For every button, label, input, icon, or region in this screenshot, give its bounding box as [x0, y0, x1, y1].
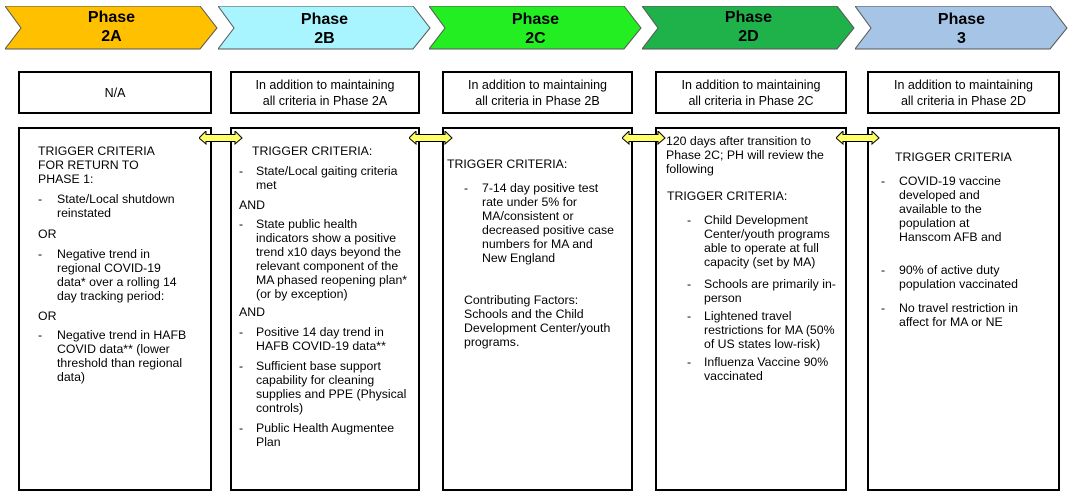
double-arrow-icon	[622, 131, 666, 145]
phase-2a-fill	[5, 6, 218, 50]
criteria-heading: TRIGGER CRITERIA:	[252, 144, 373, 158]
bullet-dash: -	[881, 301, 886, 315]
phase-2c-fill	[429, 6, 642, 50]
bullet-dash: -	[38, 192, 43, 206]
phase-3-arrow: Phase 3	[855, 6, 1068, 50]
bullet-dash: -	[687, 213, 692, 227]
connector-and: AND	[239, 198, 265, 212]
double-arrow-icon	[409, 131, 453, 145]
subheader-line: N/A	[104, 85, 126, 100]
phase-2b-label: Phase 2B	[218, 10, 431, 48]
bullet-dash: -	[464, 181, 469, 195]
phase-number: 2A	[101, 28, 122, 45]
contributing-factors: Contributing Factors:Schools and the Chi…	[464, 293, 611, 349]
criteria-box-2b: TRIGGER CRITERIA: - State/Local gaiting …	[230, 127, 420, 491]
chevron-shape	[218, 6, 431, 50]
subheader-line: all criteria in Phase 2A	[262, 93, 388, 108]
bullet-dash: -	[687, 355, 692, 369]
phase-2b-arrow: Phase 2B	[218, 6, 431, 50]
phase-2c-arrow: Phase 2C	[429, 6, 642, 50]
chevron-shape	[642, 6, 855, 50]
bullet-dash: -	[239, 359, 244, 373]
phase-2d-fill	[642, 6, 855, 50]
phase-title: Phase	[511, 11, 560, 28]
bullet-dash: -	[239, 164, 244, 178]
phase-title: Phase	[300, 11, 349, 28]
phase-2d-label: Phase 2D	[642, 8, 855, 46]
connector-or: OR	[38, 309, 57, 323]
phase-title: Phase	[724, 9, 773, 26]
criteria-heading: TRIGGER CRITERIA:	[447, 157, 568, 171]
criteria-heading: TRIGGER CRITERIA	[895, 150, 1012, 164]
criteria-item: Influenza Vaccine 90%vaccinated	[704, 355, 829, 383]
chevron-shape	[855, 6, 1068, 50]
subheader-line: In addition to maintaining	[255, 77, 395, 92]
bullet-dash: -	[881, 263, 886, 277]
subheader-line: all criteria in Phase 2D	[900, 93, 1027, 108]
chevron-shape	[429, 6, 642, 50]
bullet-dash: -	[239, 325, 244, 339]
bullet-dash: -	[687, 309, 692, 323]
subheader-2a: N/A	[18, 71, 212, 114]
phase-2a-arrow: Phase 2A	[5, 6, 218, 50]
phase-number: 2B	[314, 30, 335, 47]
bullet-dash: -	[239, 421, 244, 435]
phase-2b-fill	[218, 6, 431, 50]
criteria-box-2c: TRIGGER CRITERIA: - 7-14 day positive te…	[442, 127, 633, 491]
connector-or: OR	[38, 227, 57, 241]
bullet-dash: -	[38, 247, 43, 261]
bullet-dash: -	[687, 277, 692, 291]
phase-3-fill	[855, 6, 1068, 50]
bullet-dash: -	[38, 328, 43, 342]
bullet-dash: -	[881, 174, 886, 188]
phase-2a-label: Phase 2A	[5, 8, 218, 46]
phase-title: Phase	[87, 9, 136, 26]
double-arrow-icon	[836, 131, 880, 145]
subheader-line: In addition to maintaining	[468, 77, 607, 92]
phase-3-label: Phase 3	[855, 10, 1068, 48]
subheader-line: all criteria in Phase 2C	[688, 93, 814, 108]
double-arrow-icon	[199, 131, 243, 145]
subheader-line: In addition to maintaining	[894, 77, 1033, 92]
bullet-dash: -	[239, 217, 244, 231]
phase-number: 3	[957, 30, 966, 47]
criteria-item: Schools are primarily in-person	[704, 277, 836, 305]
subheader-line: In addition to maintaining	[681, 77, 821, 92]
phase-2c-label: Phase 2C	[429, 10, 642, 48]
phase-title: Phase	[937, 11, 986, 28]
criteria-heading: TRIGGER CRITERIA:	[667, 189, 788, 203]
phase-2d-arrow: Phase 2D	[642, 6, 855, 50]
chevron-shape	[5, 6, 218, 50]
subheader-line: all criteria in Phase 2B	[475, 93, 600, 108]
phase-number: 2C	[525, 30, 546, 47]
phase-number: 2D	[738, 28, 759, 45]
connector-and: AND	[239, 305, 265, 319]
